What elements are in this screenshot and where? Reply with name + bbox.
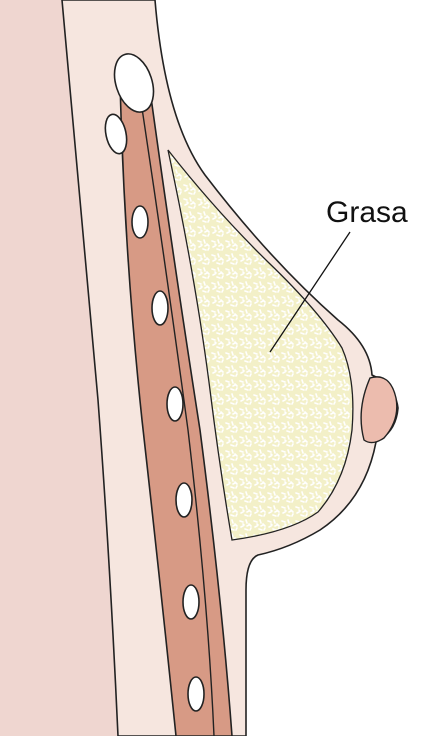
rib-oval-5 — [167, 387, 183, 421]
nipple — [361, 377, 397, 443]
rib-oval-7 — [183, 585, 199, 619]
rib-oval-8 — [188, 677, 204, 711]
rib-oval-4 — [152, 291, 168, 325]
rib-oval-3 — [132, 206, 148, 238]
rib-oval-6 — [176, 483, 192, 517]
fat-label: Grasa — [326, 196, 408, 229]
